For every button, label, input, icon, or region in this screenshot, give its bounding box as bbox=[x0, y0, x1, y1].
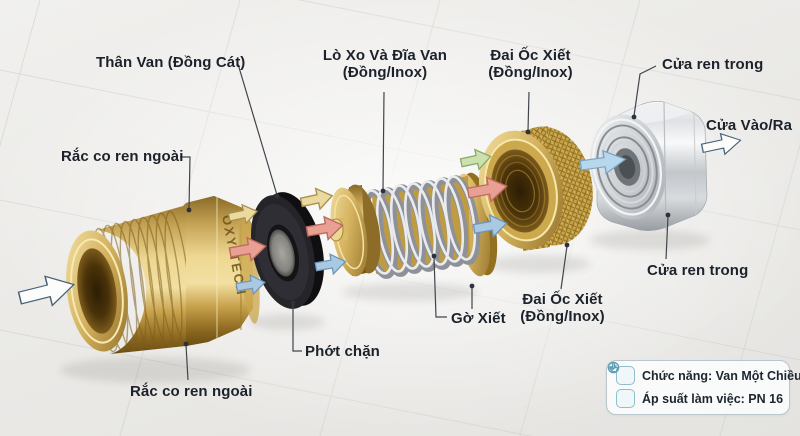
label-female-thread-top: Cửa ren trong bbox=[662, 56, 764, 73]
info-row-pressure: Áp suất làm việc: PN 16 bbox=[609, 361, 784, 408]
hand-press-icon bbox=[609, 361, 635, 408]
seal-hole bbox=[269, 229, 295, 277]
part-shadows bbox=[60, 230, 710, 383]
leader-lines bbox=[180, 63, 669, 381]
spring-coils bbox=[361, 175, 481, 279]
inlet-bore bbox=[77, 248, 117, 334]
label-lock-nut-top: Đai Ốc Xiết (Đồng/Inox) bbox=[468, 47, 593, 81]
valve-disc bbox=[330, 187, 368, 277]
knurled-nut-bore bbox=[491, 149, 549, 233]
label-line: (Đồng/Inox) bbox=[520, 308, 605, 325]
internal-threads bbox=[592, 118, 662, 216]
label-seal: Phớt chặn bbox=[305, 343, 380, 360]
label-valve-body: Thân Van (Đồng Cát) bbox=[96, 54, 246, 71]
label-grip-ridge: Gờ Xiết bbox=[451, 310, 506, 327]
label-line: Đai Ốc Xiết bbox=[490, 47, 571, 64]
label-line: (Đồng/Inox) bbox=[342, 64, 428, 81]
info-box: Chức năng: Van Một Chiều Áp suất làm việ… bbox=[606, 360, 800, 415]
label-inlet-outlet: Cửa Vào/Ra bbox=[706, 117, 793, 134]
label-female-thread-right: Cửa ren trong bbox=[647, 262, 749, 279]
hex-nut bbox=[590, 101, 708, 231]
leader-dots bbox=[183, 114, 671, 347]
label-line: (Đồng/Inox) bbox=[488, 64, 573, 81]
label-male-union-bottom: Rắc co ren ngoài bbox=[130, 383, 253, 400]
label-spring-disc: Lò Xo Và Đĩa Van (Đồng/Inox) bbox=[320, 47, 450, 81]
label-line: Đai Ốc Xiết bbox=[522, 291, 603, 308]
label-male-union-top: Rắc co ren ngoài bbox=[61, 148, 184, 165]
label-line: Lò Xo Và Đĩa Van bbox=[322, 47, 448, 64]
valve-body: OXY-TECH bbox=[66, 196, 260, 354]
hex-section bbox=[186, 196, 253, 346]
info-row-function: Chức năng: Van Một Chiều bbox=[607, 361, 800, 385]
label-lock-nut-bottom: Đai Ốc Xiết (Đồng/Inox) bbox=[500, 291, 625, 325]
info-pressure-text: Áp suất làm việc: PN 16 bbox=[642, 391, 784, 406]
knurled-nut bbox=[479, 126, 593, 251]
check-circle-icon bbox=[607, 361, 635, 385]
info-function-text: Chức năng: Van Một Chiều bbox=[642, 368, 800, 383]
seal-ring bbox=[250, 192, 325, 309]
